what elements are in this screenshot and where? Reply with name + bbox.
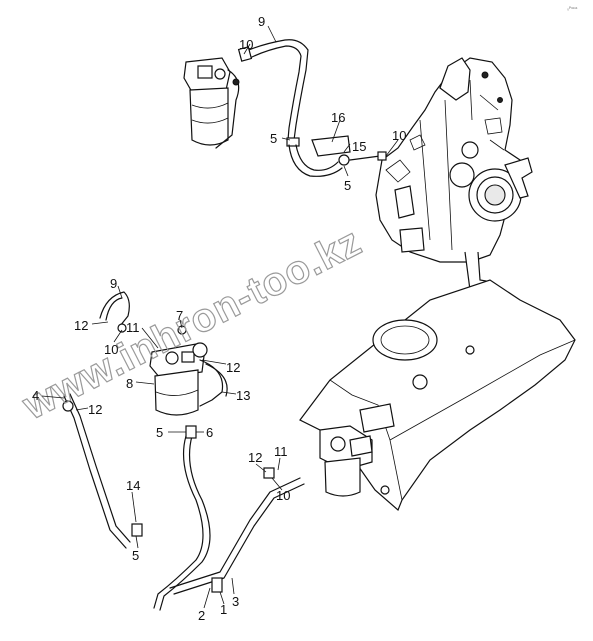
corner-mark: ₀ᴾᶦᵃⁿˢ xyxy=(567,6,578,12)
primary-fuel-filter xyxy=(149,342,208,416)
mounting-plate xyxy=(311,135,351,157)
callout-10-bottom: 10 xyxy=(276,488,290,503)
callout-11-b: 11 xyxy=(274,444,288,459)
callout-7: 7 xyxy=(176,308,183,323)
callout-3: 3 xyxy=(232,594,239,609)
water-separator-filter xyxy=(319,425,373,497)
callout-8: 8 xyxy=(126,376,133,391)
callout-5-b: 5 xyxy=(344,178,351,193)
callout-leaders xyxy=(41,25,399,609)
engine-assembly xyxy=(375,57,533,293)
callout-10-top: 10 xyxy=(239,37,253,52)
callout-6: 6 xyxy=(206,425,213,440)
callout-11-a: 11 xyxy=(126,320,140,335)
callout-5-a: 5 xyxy=(270,131,277,146)
callout-14: 14 xyxy=(126,478,140,493)
callout-5-d: 5 xyxy=(132,548,139,563)
callout-10-left: 10 xyxy=(104,342,118,357)
callout-12-b: 12 xyxy=(226,360,240,375)
callout-12-d: 12 xyxy=(248,450,262,465)
callout-13: 13 xyxy=(236,388,250,403)
callout-9-top: 9 xyxy=(258,14,265,29)
callout-10-right: 10 xyxy=(392,128,406,143)
callout-4: 4 xyxy=(32,388,39,403)
callout-9-left: 9 xyxy=(110,276,117,291)
callout-5-c: 5 xyxy=(156,425,163,440)
callout-labels: 9 10 16 15 10 5 5 9 7 12 11 10 12 8 13 4… xyxy=(32,14,406,623)
lower-fuel-hoses xyxy=(62,291,305,611)
callout-12-a: 12 xyxy=(74,318,88,333)
callout-16: 16 xyxy=(331,110,345,125)
upper-fuel-filter xyxy=(183,57,240,149)
callout-1: 1 xyxy=(220,602,227,617)
callout-2: 2 xyxy=(198,608,205,623)
upper-fuel-hoses xyxy=(237,39,387,177)
callout-12-c: 12 xyxy=(88,402,102,417)
callout-15: 15 xyxy=(352,139,366,154)
engine-mount-bracket xyxy=(504,157,533,199)
